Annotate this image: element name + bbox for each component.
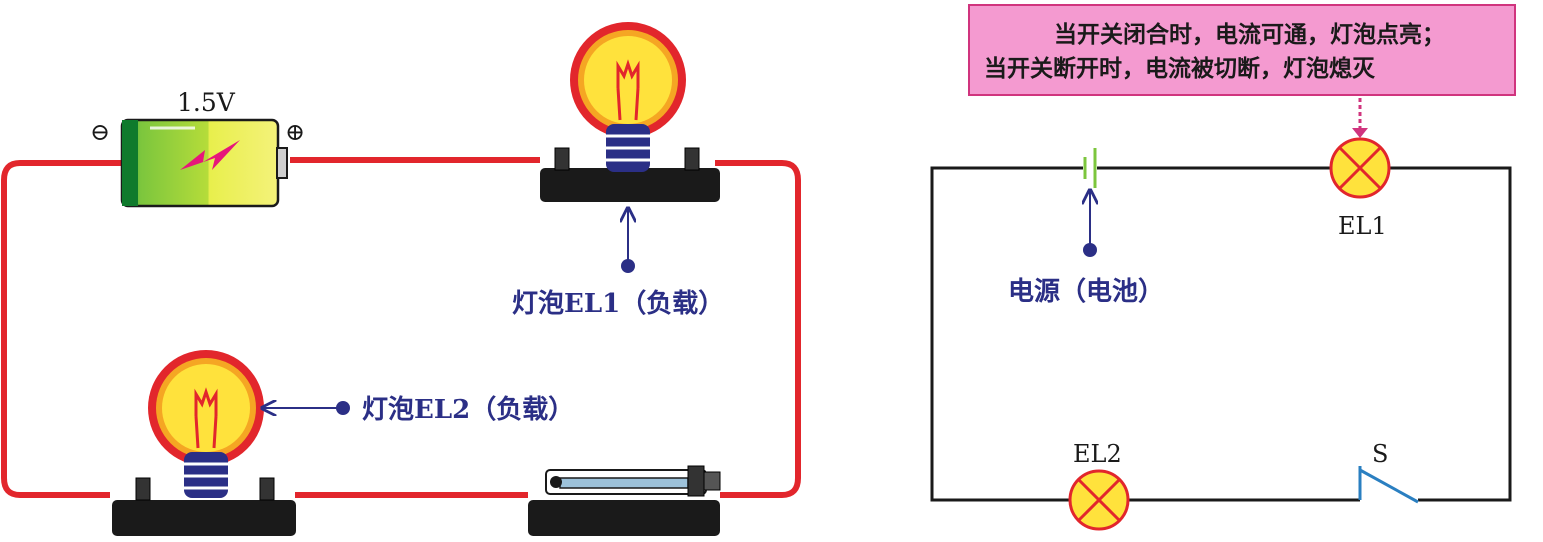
schematic-wire bbox=[930, 166, 1512, 502]
label-lamp-el2: 灯泡EL2（负载） bbox=[362, 395, 574, 425]
label-switch: S bbox=[1372, 440, 1388, 468]
note-line-1: 当开关闭合时，电流可通，灯泡点亮； bbox=[1054, 22, 1445, 48]
label-lamp-el1: 灯泡EL1（负载） bbox=[512, 289, 724, 319]
knife-switch bbox=[528, 465, 721, 536]
red-wire-loop bbox=[1, 157, 801, 498]
lamp-symbol-el1-icon bbox=[1329, 137, 1391, 199]
battery-symbol-icon bbox=[1083, 148, 1097, 188]
battery-plus-symbol: ⊕ bbox=[285, 118, 305, 146]
switch-symbol-icon bbox=[1358, 466, 1419, 504]
light-bulb-el1-icon bbox=[570, 22, 686, 172]
battery-voltage-label: 1.5V bbox=[177, 88, 236, 117]
battery-minus-symbol: ⊖ bbox=[90, 118, 110, 146]
lightning-icon bbox=[180, 140, 240, 170]
lamp-el2-assembly: 灯泡EL2（负载） bbox=[112, 350, 574, 536]
lamp-el1-assembly: 灯泡EL1（负载） bbox=[512, 22, 724, 319]
label-el1: EL1 bbox=[1338, 212, 1387, 240]
lamp-holder-el2 bbox=[112, 477, 296, 536]
pictorial-circuit: 1.5V ⊖ ⊕ bbox=[1, 22, 801, 536]
explanation-note: 当开关闭合时，电流可通，灯泡点亮； 当开关断开时，电流被切断，灯泡熄灭 bbox=[968, 4, 1516, 96]
note-line-2: 当开关断开时，电流被切断，灯泡熄灭 bbox=[984, 56, 1375, 82]
label-power-source: 电源（电池） bbox=[1008, 277, 1164, 307]
battery: 1.5V ⊖ ⊕ bbox=[90, 88, 305, 208]
schematic-circuit: 电源（电池） EL1 EL2 S bbox=[930, 98, 1512, 531]
lamp-holder-el1 bbox=[540, 147, 720, 202]
lamp-symbol-el2-icon bbox=[1068, 469, 1130, 531]
light-bulb-el2-icon bbox=[148, 350, 264, 498]
label-el2: EL2 bbox=[1073, 440, 1122, 468]
